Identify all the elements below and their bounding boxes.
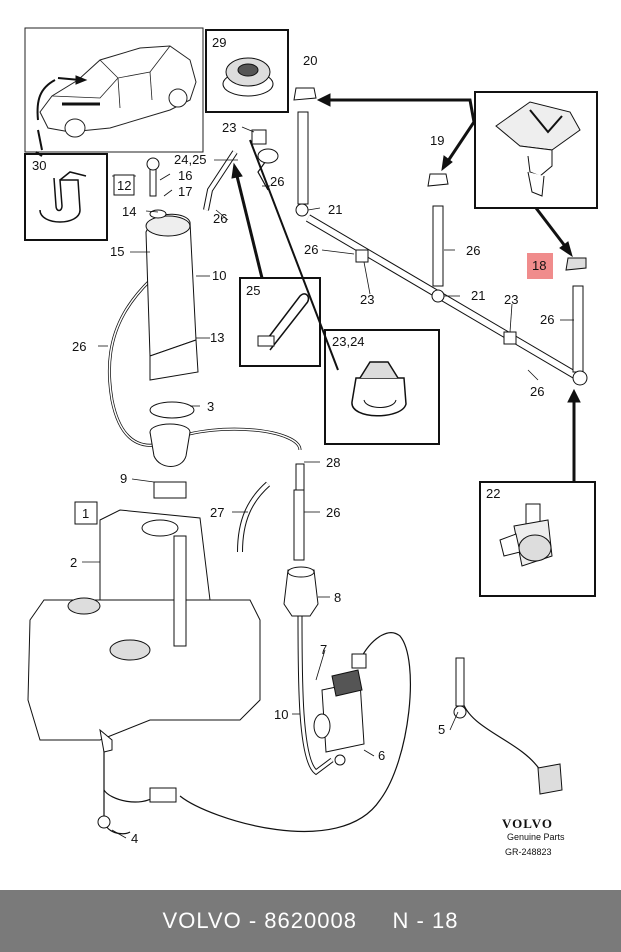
nozzles xyxy=(251,87,588,491)
part-label-26d: 26 xyxy=(466,243,480,258)
part-label-7: 7 xyxy=(320,642,327,657)
reservoir-tank xyxy=(27,509,261,829)
part-label-13: 13 xyxy=(210,330,224,345)
part-label-6: 6 xyxy=(378,748,385,763)
footer-bar: VOLVO - 8620008 N - 18 xyxy=(0,890,621,952)
part-label-26b: 26 xyxy=(213,211,227,226)
part-label-21b: 21 xyxy=(471,288,485,303)
part-label-3: 3 xyxy=(207,399,214,414)
highlight-box-18 xyxy=(527,253,553,279)
part-label-2324: 23,24 xyxy=(332,334,365,349)
part-label-1: 1 xyxy=(82,506,89,521)
footer-separator: - xyxy=(241,908,265,933)
filter-8 xyxy=(283,566,319,617)
part-label-19: 19 xyxy=(430,133,444,148)
connector-22-inset xyxy=(479,481,596,597)
diagram-ref: GR-248823 xyxy=(505,847,552,857)
part-label-12: 12 xyxy=(117,178,131,193)
nozzle-18-inset xyxy=(474,91,598,209)
part-label-28: 28 xyxy=(326,455,340,470)
part-label-8: 8 xyxy=(334,590,341,605)
parts-diagram: 29 30 20 23 24,25 16 12 17 14 26 26 21 1… xyxy=(24,27,598,857)
label-box-1 xyxy=(74,501,98,525)
grommet-29-inset xyxy=(205,29,289,113)
car-inset xyxy=(24,27,204,153)
part-label-21a: 21 xyxy=(328,202,342,217)
clip-30-inset xyxy=(24,129,108,241)
pointer-arrows xyxy=(35,75,581,482)
part-label-25: 25 xyxy=(246,283,260,298)
part-label-23b: 23 xyxy=(360,292,374,307)
level-sensor-5 xyxy=(453,657,563,795)
part-label-18: 18 xyxy=(532,258,546,273)
washer-pump xyxy=(313,653,367,766)
part-label-5: 5 xyxy=(438,722,445,737)
part-label-26c: 26 xyxy=(304,242,318,257)
part-label-14: 14 xyxy=(122,204,136,219)
part-label-26g: 26 xyxy=(530,384,544,399)
brand-block: VOLVO Genuine Parts GR-248823 xyxy=(502,816,565,857)
part-label-10a: 10 xyxy=(212,268,226,283)
part-label-2425: 24,25 xyxy=(174,152,207,167)
genuine-parts-text: Genuine Parts xyxy=(507,832,565,842)
connector-4 xyxy=(149,787,177,803)
part-label-26a: 26 xyxy=(270,174,284,189)
part-label-30: 30 xyxy=(32,158,46,173)
part-label-17: 17 xyxy=(178,184,192,199)
part-label-23c: 23 xyxy=(504,292,518,307)
volvo-logo: VOLVO xyxy=(502,816,553,831)
footer-part-number: 8620008 xyxy=(264,908,357,933)
part-label-15: 15 xyxy=(110,244,124,259)
footer-section: N - 18 xyxy=(392,908,459,933)
label-box-12 xyxy=(113,174,135,196)
part-label-9: 9 xyxy=(120,471,127,486)
part-label-4: 4 xyxy=(131,831,138,846)
part-label-26e: 26 xyxy=(540,312,554,327)
part-label-20: 20 xyxy=(303,53,317,68)
clip-2324-inset xyxy=(324,329,440,445)
filler-neck xyxy=(145,157,199,499)
leader-lines xyxy=(82,126,574,839)
part-label-26f: 26 xyxy=(72,339,86,354)
footer-brand: VOLVO xyxy=(162,908,242,933)
tie-25-inset xyxy=(239,277,321,367)
part-label-16: 16 xyxy=(178,168,192,183)
part-label-23a: 23 xyxy=(222,120,236,135)
part-labels: 29 30 20 23 24,25 16 12 17 14 26 26 21 1… xyxy=(32,35,554,846)
part-label-10b: 10 xyxy=(274,707,288,722)
part-label-27: 27 xyxy=(210,505,224,520)
part-label-26h: 26 xyxy=(326,505,340,520)
part-label-22: 22 xyxy=(486,486,500,501)
part-label-2: 2 xyxy=(70,555,77,570)
part-label-29: 29 xyxy=(212,35,226,50)
